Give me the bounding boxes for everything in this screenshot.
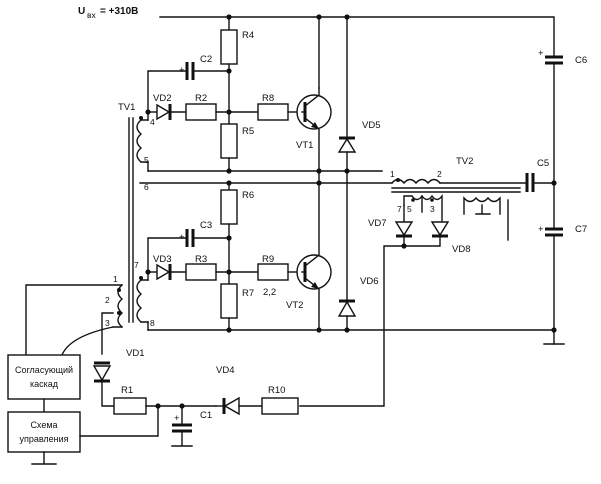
svg-text:+: + [174,413,180,424]
resistor-r10: R10 [261,385,299,415]
tv2-secondary: 7 5 3 [397,193,509,241]
transformer-tv2: 1 2 TV2 [390,156,521,193]
diode-vd6: VD6 [337,170,378,331]
svg-text:R9: R9 [262,254,274,265]
diode-vd7: VD7 [368,218,414,238]
transformer-tv1-upper: 4 5 6 TV1 [118,102,155,192]
svg-text:VT2: VT2 [286,300,303,311]
svg-text:каскад: каскад [30,379,59,389]
tv1-input-winding: 1 2 3 [25,274,124,356]
diode-vd3: VD3 [147,254,172,281]
svg-text:+: + [179,65,185,76]
svg-text:+: + [538,48,544,59]
resistor-r7: R7 [220,271,254,319]
diode-vd4: VD4 [216,365,263,416]
svg-text:C2: C2 [200,54,212,65]
svg-text:+: + [538,224,544,235]
svg-text:6: 6 [144,182,149,192]
svg-text:VD6: VD6 [360,276,378,287]
svg-text:8: 8 [150,318,155,328]
svg-text:2,2: 2,2 [263,287,276,298]
resistor-r8: R8 [257,93,289,121]
svg-text:C7: C7 [575,224,587,235]
svg-text:C3: C3 [200,220,212,231]
capacitor-c3: + C3 [147,220,230,273]
svg-text:C5: C5 [537,158,549,169]
svg-text:C1: C1 [200,410,212,421]
svg-text:TV2: TV2 [456,156,473,167]
capacitor-c7: + C7 [538,182,587,237]
svg-text:VD8: VD8 [452,244,470,255]
capacitor-c5: C5 [525,158,549,192]
capacitor-c6: + C6 [538,48,587,66]
resistor-r6: R6 [220,182,254,225]
diode-vd1: VD1 [92,348,144,383]
svg-text:R1: R1 [121,385,133,396]
svg-text:R4: R4 [242,30,254,41]
svg-text:R8: R8 [262,93,274,104]
svg-text:TV1: TV1 [118,102,135,113]
capacitor-c2: + C2 [147,54,230,113]
supply-value: = +310В [100,6,138,17]
svg-text:1: 1 [390,169,395,179]
resistor-r5: R5 [220,111,254,159]
svg-text:R6: R6 [242,190,254,201]
svg-text:3: 3 [430,204,435,214]
svg-text:R3: R3 [195,254,207,265]
svg-text:VD3: VD3 [153,254,171,265]
svg-text:Согласующий: Согласующий [15,365,73,375]
supply-label: U вх = +310В [78,6,138,20]
svg-text:VD5: VD5 [362,120,380,131]
capacitor-c1: + C1 [171,405,212,447]
svg-text:C6: C6 [575,55,587,66]
svg-text:VD7: VD7 [368,218,386,229]
transformer-tv1-lower: 7 8 [134,260,155,331]
svg-text:Схема: Схема [30,420,57,430]
resistor-r4: R4 [220,29,254,65]
diode-vd5: VD5 [337,120,380,172]
transistor-vt1: VT1 [296,87,332,172]
resistor-r1: R1 [113,385,147,415]
resistor-r2: R2 [185,93,217,121]
svg-text:2: 2 [437,169,442,179]
svg-text:R7: R7 [242,288,254,299]
diode-vd8: VD8 [430,221,470,255]
svg-text:4: 4 [150,117,155,127]
svg-text:2: 2 [105,295,110,305]
resistor-r3: R3 [185,254,217,281]
positive-rail [159,14,555,139]
svg-text:5: 5 [407,204,412,214]
transistor-vt2: VT2 [286,182,332,331]
control-circuit-block: Схема управления [7,411,81,453]
svg-text:5: 5 [144,155,149,165]
svg-text:1: 1 [113,274,118,284]
svg-text:VD2: VD2 [153,93,171,104]
svg-text:3: 3 [105,318,110,328]
matching-stage-block: Согласующий каскад [7,354,81,400]
resistor-r9: R9 2,2 [257,254,289,298]
svg-text:VD4: VD4 [216,365,234,376]
svg-text:VD1: VD1 [126,348,144,359]
svg-text:R10: R10 [268,385,285,396]
svg-text:VT1: VT1 [296,140,313,151]
supply-u: U [78,6,85,17]
svg-text:7: 7 [134,260,139,270]
svg-text:R5: R5 [242,126,254,137]
svg-text:7: 7 [397,204,402,214]
svg-text:управления: управления [19,434,68,444]
diode-vd2: VD2 [147,93,172,121]
svg-text:R2: R2 [195,93,207,104]
supply-sub: вх [87,10,97,20]
svg-text:+: + [179,232,185,243]
ground-left [31,451,57,465]
